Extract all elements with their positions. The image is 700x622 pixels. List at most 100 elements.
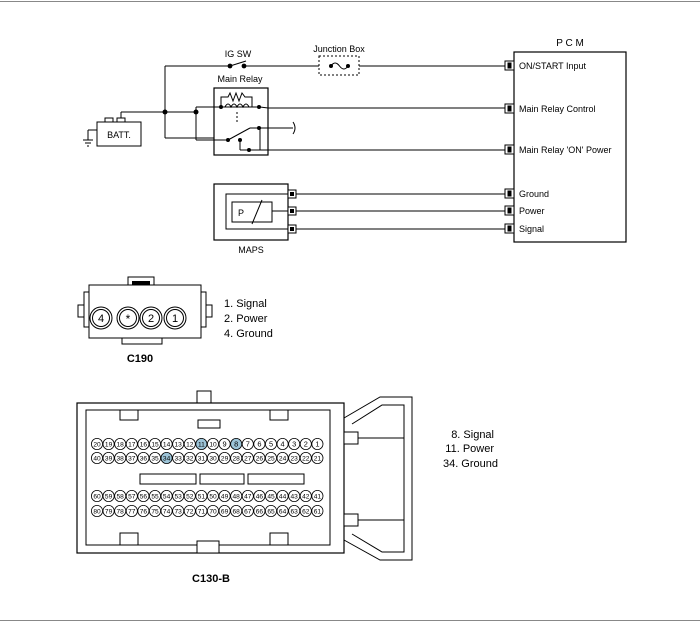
junction-box-label: Junction Box <box>313 44 365 54</box>
c130b-pin-number: 46 <box>256 494 264 501</box>
c130b-pin-number: 74 <box>163 509 171 516</box>
sensor-p-symbol: P <box>238 208 244 218</box>
c130b-pin-number: 44 <box>279 494 287 501</box>
pcm-pin-on-start: ON/START Input <box>519 61 587 71</box>
c130b-pin <box>160 489 173 502</box>
c130b-pin <box>172 504 185 517</box>
c130b-pin-number: 37 <box>128 456 136 463</box>
c130b-pin-number: 21 <box>314 456 322 463</box>
c130b-pin <box>311 451 324 464</box>
c130b-pin-number: 7 <box>246 440 250 449</box>
c130b-pin <box>311 437 324 450</box>
c130b-pin <box>253 504 266 517</box>
c130b-pin <box>230 504 243 517</box>
c130b-pin <box>253 437 266 450</box>
c130b-pin-number: 54 <box>163 494 171 501</box>
c130b-pin-number: 60 <box>93 494 101 501</box>
c190-legend: 1. Signal 2. Power 4. Ground <box>224 298 273 340</box>
c130b-pin-number: 6 <box>257 440 261 449</box>
c130b-pin <box>299 437 312 450</box>
c130b-pin <box>311 504 324 517</box>
c130b-pin <box>137 437 150 450</box>
c130b-legend-item: 11. Power <box>445 443 494 455</box>
c130b-pin <box>91 451 104 464</box>
c130b-pin-number: 43 <box>291 494 299 501</box>
c130b-pin <box>206 489 219 502</box>
c130b-pin-number: 15 <box>151 442 159 449</box>
c130b-pin-number: 59 <box>105 494 113 501</box>
c130b-pin-number: 31 <box>198 456 206 463</box>
c130b-pin-number: 35 <box>151 456 159 463</box>
ignition-switch: IG SW <box>225 49 252 69</box>
pcm-module: P C M ON/START Input Main Relay Control … <box>504 38 627 243</box>
c130b-pin <box>218 451 231 464</box>
c130b-pin-number: 50 <box>209 494 217 501</box>
c130b-pin <box>102 437 115 450</box>
c130b-pin-number: 69 <box>221 509 229 516</box>
c130b-pin <box>206 437 219 450</box>
c130b-pin-number: 80 <box>93 509 101 516</box>
c130b-pin-number: 11 <box>198 442 205 449</box>
c130b-pin <box>206 451 219 464</box>
c130b-pin <box>148 504 161 517</box>
c130b-pin <box>172 489 185 502</box>
c130b-pin <box>137 504 150 517</box>
c130b-pin-number: 18 <box>117 442 125 449</box>
c130b-pin <box>276 504 289 517</box>
c130b-pin-number: 73 <box>175 509 183 516</box>
c130b-pin-number: 8 <box>234 440 238 449</box>
c130b-pin <box>102 451 115 464</box>
top-border <box>0 1 700 2</box>
c130b-pin <box>230 489 243 502</box>
c130b-pin <box>299 451 312 464</box>
c130b-pin-number: 30 <box>209 456 217 463</box>
c130b-pin <box>160 504 173 517</box>
c130b-pin-number: 63 <box>291 509 299 516</box>
c130b-pin-number: 14 <box>163 442 171 449</box>
c130b-pin <box>183 451 196 464</box>
c130b-pin-number: 33 <box>175 456 183 463</box>
c130b-pin-number: 51 <box>198 494 206 501</box>
c130b-pin <box>183 489 196 502</box>
c190-pin: * <box>126 312 131 326</box>
c130b-pin-number: 52 <box>186 494 194 501</box>
c130b-pin-number: 12 <box>186 442 194 449</box>
c130b-pin <box>218 504 231 517</box>
c130b-pin <box>276 489 289 502</box>
c130b-pin-number: 47 <box>244 494 252 501</box>
c130b-pin-number: 62 <box>302 509 310 516</box>
pcm-box <box>513 51 627 243</box>
c190-pin: 2 <box>148 313 154 325</box>
c130b-pin-number: 53 <box>175 494 183 501</box>
c130b-pin-number: 17 <box>128 442 136 449</box>
c130b-pin <box>195 451 208 464</box>
c130b-pin <box>241 489 254 502</box>
bottom-border <box>0 620 700 621</box>
c190-legend-item: 1. Signal <box>224 298 267 310</box>
c130b-pin <box>276 451 289 464</box>
pcm-pin-main-relay-control: Main Relay Control <box>519 104 596 114</box>
c130b-pin-number: 34 <box>163 456 171 463</box>
c130b-pin-number: 16 <box>140 442 148 449</box>
c130b-pin <box>311 489 324 502</box>
c130b-pin-number: 29 <box>221 456 229 463</box>
ig-sw-label: IG SW <box>225 49 252 59</box>
pcm-pin-signal: Signal <box>519 224 544 234</box>
c130b-pin-number: 10 <box>209 442 217 449</box>
c130b-pin-number: 57 <box>128 494 136 501</box>
c130b-pin <box>148 451 161 464</box>
c130b-pin <box>241 451 254 464</box>
c130b-pin-number: 49 <box>221 494 229 501</box>
pcm-pin-main-relay-power: Main Relay 'ON' Power <box>519 145 611 155</box>
c130b-pin <box>183 437 196 450</box>
c130b-pin-number: 26 <box>256 456 264 463</box>
c130b-pin-number: 70 <box>209 509 217 516</box>
c130b-pin <box>148 489 161 502</box>
c130b-pin-number: 75 <box>151 509 159 516</box>
c130b-pin-number: 55 <box>151 494 159 501</box>
c130b-pin-number: 25 <box>267 456 275 463</box>
c130b-pin <box>299 504 312 517</box>
c130b-pin-number: 20 <box>93 442 101 449</box>
